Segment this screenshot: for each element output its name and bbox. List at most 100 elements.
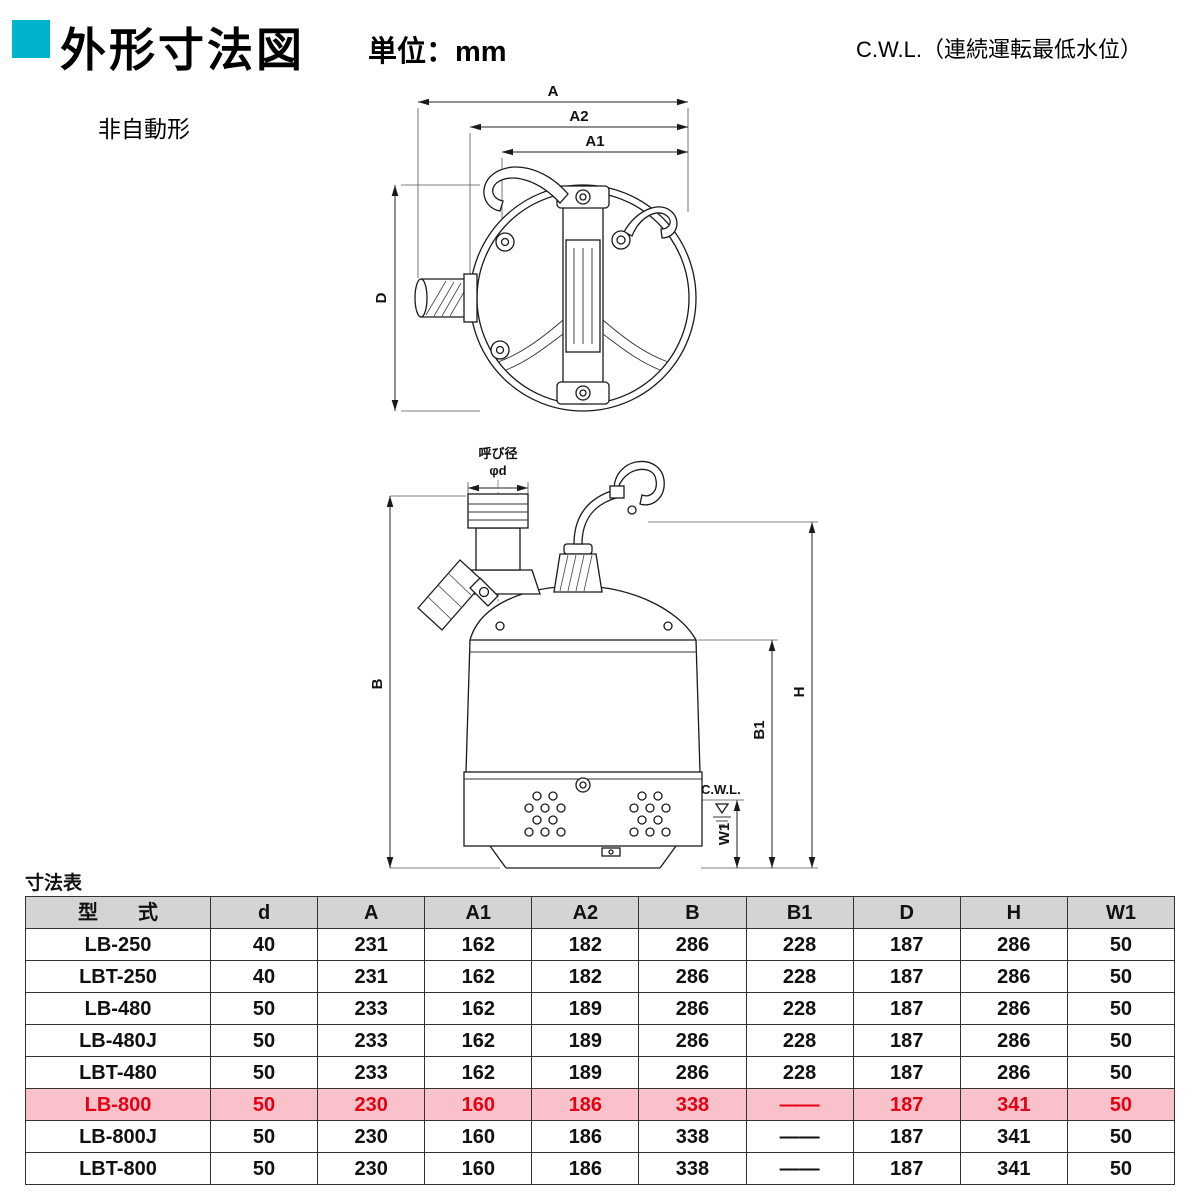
page-title: 外形寸法図 — [60, 24, 305, 76]
column-header: W1 — [1066, 896, 1176, 929]
dimension-a2: A2 — [469, 108, 688, 280]
value-cell: 341 — [959, 1120, 1068, 1153]
top-view-drawing: A A2 A1 D — [373, 83, 697, 412]
model-cell: LBT-800 — [25, 1152, 211, 1185]
table-caption: 寸法表 — [25, 873, 83, 894]
strainer — [463, 771, 703, 847]
nominal-diameter-callout: 呼び径 φd — [467, 446, 529, 498]
value-cell: 189 — [531, 1056, 640, 1089]
value-cell: 50 — [1066, 1056, 1176, 1089]
cwl-mark: C.W.L. — [701, 782, 741, 826]
model-cell: LB-480J — [25, 1024, 211, 1057]
strainer-holes-right — [629, 791, 671, 837]
value-cell: 228 — [745, 1024, 854, 1057]
value-cell: 160 — [424, 1120, 533, 1153]
value-cell: 286 — [638, 928, 747, 961]
pump-body-side — [465, 639, 701, 773]
column-header: B — [638, 896, 747, 929]
value-cell: 50 — [209, 1056, 319, 1089]
unit-label: 単位：mm — [368, 36, 507, 68]
value-cell: 189 — [531, 1024, 640, 1057]
value-cell: 50 — [209, 1152, 319, 1185]
power-cable-top — [611, 206, 678, 250]
dimension-d: D — [373, 184, 480, 412]
value-cell: 40 — [209, 960, 319, 993]
nominal-diameter-label: 呼び径 — [478, 446, 517, 461]
value-cell: 186 — [531, 1152, 640, 1185]
value-cell: 286 — [959, 1024, 1068, 1057]
discharge-port-top — [414, 273, 478, 323]
nominal-diameter-symbol: φd — [489, 463, 506, 478]
dimension-b: B — [369, 495, 500, 869]
value-cell: 231 — [317, 960, 426, 993]
model-cell: LB-800 — [25, 1088, 211, 1121]
model-cell: LBT-250 — [25, 960, 211, 993]
dim-label-a2: A2 — [569, 108, 588, 125]
model-cell: LB-800J — [25, 1120, 211, 1153]
value-cell: 50 — [209, 992, 319, 1025]
value-cell: 286 — [638, 992, 747, 1025]
value-cell: 182 — [531, 928, 640, 961]
value-cell: 162 — [424, 992, 533, 1025]
model-cell: LB-480 — [25, 992, 211, 1025]
value-cell: 233 — [317, 1024, 426, 1057]
value-cell: —— — [745, 1120, 854, 1153]
column-header: A1 — [424, 896, 533, 929]
value-cell: 286 — [959, 1056, 1068, 1089]
column-header: D — [852, 896, 961, 929]
value-cell: 187 — [852, 1024, 961, 1057]
value-cell: 341 — [959, 1152, 1068, 1185]
title-accent-square — [12, 20, 50, 58]
cable-gland — [553, 543, 603, 593]
value-cell: 187 — [852, 928, 961, 961]
value-cell: 160 — [424, 1152, 533, 1185]
value-cell: 187 — [852, 1088, 961, 1121]
value-cell: 231 — [317, 928, 426, 961]
value-cell: 50 — [1066, 928, 1176, 961]
value-cell: 187 — [852, 992, 961, 1025]
casing-ribs — [497, 319, 669, 371]
value-cell: 187 — [852, 960, 961, 993]
value-cell: 162 — [424, 1056, 533, 1089]
lifting-hook-side — [573, 460, 665, 545]
value-cell: 50 — [1066, 1120, 1176, 1153]
value-cell: 228 — [745, 928, 854, 961]
dim-label-b: B — [369, 678, 386, 689]
pump-type-label: 非自動形 — [98, 116, 190, 142]
column-header: B1 — [745, 896, 854, 929]
value-cell: 230 — [317, 1152, 426, 1185]
value-cell: 187 — [852, 1152, 961, 1185]
value-cell: 230 — [317, 1120, 426, 1153]
dim-label-d: D — [373, 292, 390, 303]
value-cell: 50 — [1066, 960, 1176, 993]
handle-strap-top — [556, 185, 610, 405]
value-cell: 233 — [317, 992, 426, 1025]
value-cell: 186 — [531, 1088, 640, 1121]
value-cell: 286 — [959, 960, 1068, 993]
dimension-b1: B1 — [698, 639, 778, 868]
value-cell: 50 — [209, 1120, 319, 1153]
value-cell: 228 — [745, 992, 854, 1025]
cwl-note: C.W.L.（連続運転最低水位） — [856, 37, 1143, 62]
value-cell: 160 — [424, 1088, 533, 1121]
value-cell: 186 — [531, 1120, 640, 1153]
hose-stub — [417, 559, 499, 631]
value-cell: 286 — [959, 928, 1068, 961]
casing-bolts-top — [490, 232, 515, 360]
dimension-w1: W1 — [700, 799, 744, 868]
value-cell: 228 — [745, 960, 854, 993]
dimension-a: A — [417, 83, 689, 278]
value-cell: 338 — [638, 1088, 747, 1121]
value-cell: 162 — [424, 960, 533, 993]
